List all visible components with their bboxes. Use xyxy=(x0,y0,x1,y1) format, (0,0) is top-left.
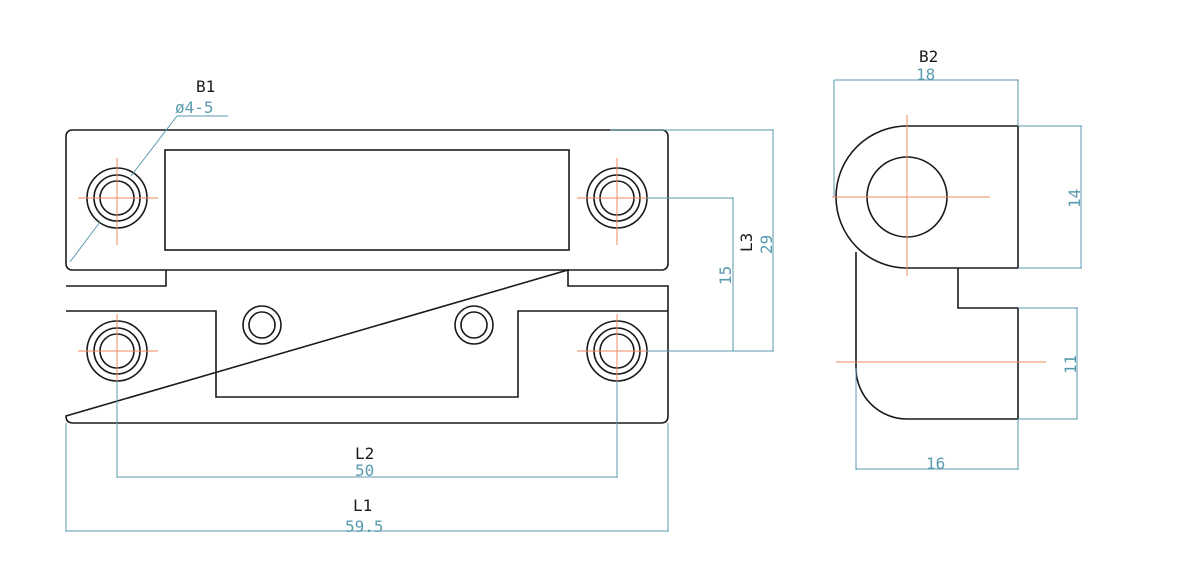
l2-dimension xyxy=(116,381,618,478)
b2-dimension xyxy=(833,79,1019,197)
hole-spacing-value: 15 xyxy=(716,266,735,285)
b1-value: ø4-5 xyxy=(175,98,214,117)
upper-knuckle-outline xyxy=(835,125,1019,269)
hole-spacing-dimension xyxy=(647,197,734,351)
b1-label: B1 xyxy=(196,77,215,96)
front-view: B1 ø4-5 L2 50 L1 59.5 L3 29 xyxy=(65,77,776,536)
small-hole-left xyxy=(242,305,282,345)
height-bottom-dimension xyxy=(1018,307,1078,420)
small-hole-right xyxy=(454,305,494,345)
l1-label: L1 xyxy=(353,496,372,515)
l2-value: 50 xyxy=(355,461,374,480)
hole-bottom-right xyxy=(577,314,657,390)
l1-value: 59.5 xyxy=(345,517,384,536)
height-top-value: 14 xyxy=(1065,189,1084,208)
height-top-dimension xyxy=(1018,125,1082,269)
upper-leaf-window xyxy=(164,149,570,251)
b2-value: 18 xyxy=(916,65,935,84)
l3-value: 29 xyxy=(757,235,776,254)
upper-leaf-outline xyxy=(65,129,669,271)
l3-label: L3 xyxy=(737,233,756,252)
l3-dimension xyxy=(610,129,774,352)
l2-label: L2 xyxy=(355,444,374,463)
side-view: B2 18 14 11 16 xyxy=(832,47,1084,473)
hole-top-left xyxy=(78,158,158,245)
lower-leaf-outline xyxy=(65,268,669,424)
b1-leader xyxy=(69,115,228,263)
hole-bottom-left xyxy=(78,314,158,390)
lower-leaf-cutout xyxy=(66,310,668,398)
width-bottom-value: 16 xyxy=(926,454,945,473)
hole-top-right xyxy=(577,158,657,245)
lower-leg-outline xyxy=(855,252,1019,420)
height-bottom-value: 11 xyxy=(1061,355,1080,374)
b2-label: B2 xyxy=(919,47,938,66)
width-bottom-dimension xyxy=(855,368,1019,470)
l1-dimension xyxy=(65,423,669,532)
